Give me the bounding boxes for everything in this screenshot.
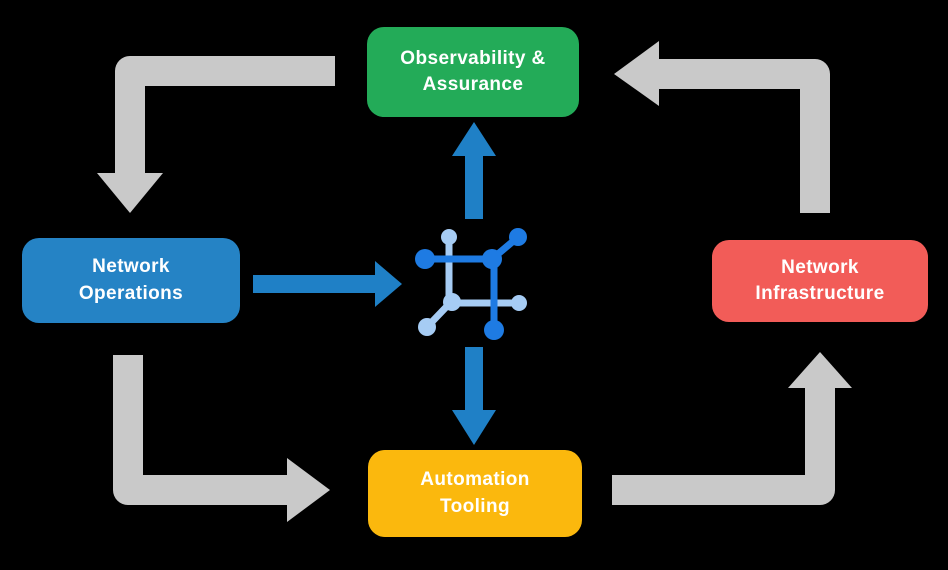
node-label-line: Operations — [78, 282, 184, 304]
arrow-observability-to-operations — [97, 56, 335, 213]
node-label-line: Network — [92, 256, 170, 278]
node-automation-tooling: Automation Tooling — [368, 450, 582, 537]
node-observability-assurance: Observability & Assurance — [367, 27, 579, 117]
network-mesh-icon — [415, 228, 527, 340]
arrow-center-to-observability — [452, 122, 496, 219]
node-network-infrastructure: Network Infrastructure — [712, 240, 928, 322]
arrow-operations-to-automation — [113, 355, 330, 522]
node-label-line: Infrastructure — [755, 283, 885, 304]
node-label-line: Assurance — [422, 74, 524, 95]
node-label-line: Tooling — [440, 495, 510, 517]
node-label-line: Network — [781, 256, 859, 278]
arrow-automation-to-infrastructure — [612, 352, 852, 505]
node-label-line: Automation — [420, 469, 530, 491]
arrow-infrastructure-to-observability — [614, 41, 830, 213]
arrow-operations-to-center — [253, 261, 402, 307]
arrow-center-to-automation — [452, 347, 496, 445]
node-label-line: Observability & — [400, 47, 546, 69]
node-network-operations: Network Operations — [22, 238, 240, 323]
